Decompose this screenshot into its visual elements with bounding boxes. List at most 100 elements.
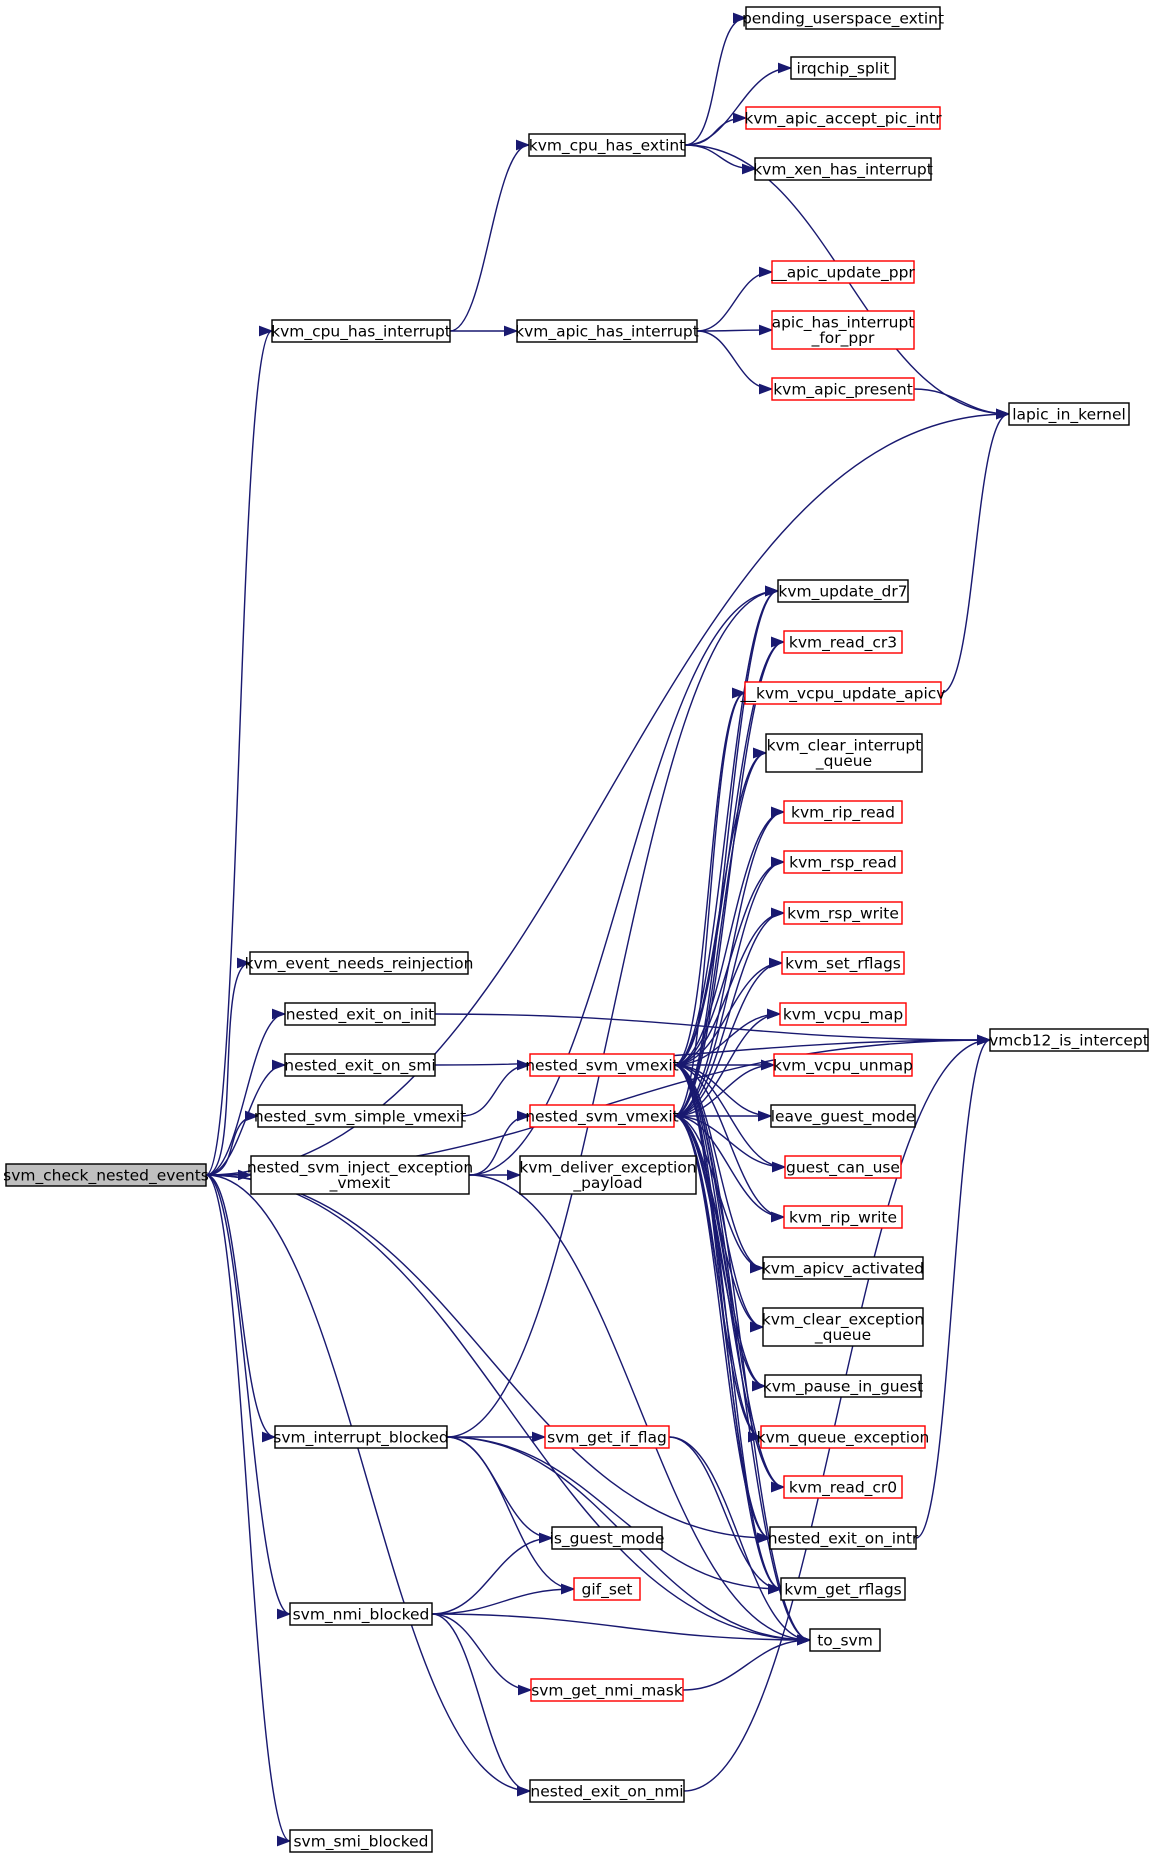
node-pending-userspace-extint[interactable]: pending_userspace_extint bbox=[742, 6, 944, 30]
node-kvm-set-rflags[interactable]: kvm_set_rflags bbox=[781, 951, 905, 975]
node-kvm-event-needs-reinjection[interactable]: kvm_event_needs_reinjection bbox=[245, 951, 474, 975]
node-nested-exit-on-nmi[interactable]: nested_exit_on_nmi bbox=[529, 1779, 685, 1803]
node-kvm-vcpu-update-apicv[interactable]: __kvm_vcpu_update_apicv bbox=[740, 681, 946, 705]
node-kvm-vcpu-unmap[interactable]: kvm_vcpu_unmap bbox=[773, 1053, 913, 1077]
node-box bbox=[783, 850, 903, 874]
node-kvm-xen-has-interrupt[interactable]: kvm_xen_has_interrupt bbox=[753, 157, 933, 181]
node-svm-get-if-flag[interactable]: svm_get_if_flag bbox=[544, 1425, 670, 1449]
node-label: _vmexit bbox=[329, 1174, 391, 1193]
node-kvm-cpu-has-extint[interactable]: kvm_cpu_has_extint bbox=[528, 133, 686, 157]
node-box bbox=[529, 1053, 675, 1077]
edge-svm-check-nested-events-to-lapic-in-kernel bbox=[205, 408, 1011, 1176]
node-kvm-apicv-activated[interactable]: kvm_apicv_activated bbox=[762, 1256, 924, 1280]
node-nested-svm-vmexit-1[interactable]: nested_svm_vmexit bbox=[525, 1053, 679, 1077]
node-nested-exit-on-intr[interactable]: nested_exit_on_intr bbox=[768, 1526, 919, 1550]
edge-svm-get-if-flag-to-kvm-get-rflags bbox=[668, 1436, 783, 1595]
node-label: kvm_event_needs_reinjection bbox=[245, 954, 474, 973]
node-box bbox=[764, 1374, 922, 1398]
edge-svm-check-nested-events-to-kvm-event-needs-reinjection bbox=[205, 957, 252, 1176]
edge-kvm-apic-has-interrupt-to-kvm-apic-present bbox=[696, 330, 774, 395]
node-box bbox=[762, 1256, 924, 1280]
edge-kvm-cpu-has-extint-to-kvm-xen-has-interrupt bbox=[684, 144, 757, 175]
node-box bbox=[770, 1104, 916, 1128]
node-label: kvm_cpu_has_interrupt bbox=[271, 322, 451, 341]
edge-nested-svm-vmexit-2-to-kvm-rip-write bbox=[673, 1115, 786, 1223]
node-box bbox=[779, 1002, 907, 1026]
node-label: kvm_deliver_exception bbox=[519, 1159, 696, 1178]
node-nested-svm-vmexit-2[interactable]: nested_svm_vmexit bbox=[525, 1104, 679, 1128]
edge-svm-check-nested-events-to-svm-interrupt-blocked bbox=[205, 1174, 277, 1443]
node-box bbox=[780, 1577, 906, 1601]
edge-svm-check-nested-events-to-svm-smi-blocked bbox=[205, 1174, 292, 1847]
node-label: apic_has_interrupt bbox=[772, 314, 915, 333]
node-label: lapic_in_kernel bbox=[1012, 405, 1126, 424]
node-kvm-rsp-read[interactable]: kvm_rsp_read bbox=[783, 850, 903, 874]
node-svm-nmi-blocked[interactable]: svm_nmi_blocked bbox=[289, 1602, 433, 1626]
node-nested-svm-simple-vmexit[interactable]: nested_svm_simple_vmexit bbox=[254, 1104, 466, 1128]
node-kvm-update-dr7[interactable]: kvm_update_dr7 bbox=[777, 579, 909, 603]
node-box bbox=[5, 1163, 207, 1187]
node-kvm-deliver-exception-payload[interactable]: kvm_deliver_exception_payload bbox=[519, 1155, 697, 1195]
node-box bbox=[784, 1155, 902, 1179]
node-irqchip-split[interactable]: irqchip_split bbox=[790, 56, 896, 80]
node-svm-get-nmi-mask[interactable]: svm_get_nmi_mask bbox=[530, 1678, 684, 1702]
node-label: nested_exit_on_init bbox=[286, 1005, 434, 1024]
node-gif-set[interactable]: gif_set bbox=[573, 1577, 641, 1601]
edge-nested-svm-vmexit-1-to-kvm-update-dr7 bbox=[673, 585, 780, 1066]
node-lapic-in-kernel[interactable]: lapic_in_kernel bbox=[1008, 402, 1130, 426]
node-box bbox=[809, 1628, 881, 1652]
node-box bbox=[1008, 402, 1130, 426]
node-label: _queue bbox=[814, 1326, 871, 1345]
node-kvm-apic-accept-pic-intr[interactable]: kvm_apic_accept_pic_intr bbox=[744, 106, 942, 130]
node-nested-svm-inject-exception-vmexit[interactable]: nested_svm_inject_exception_vmexit bbox=[247, 1155, 473, 1195]
node-kvm-get-rflags[interactable]: kvm_get_rflags bbox=[780, 1577, 906, 1601]
edge-nested-svm-vmexit-2-to-kvm-read-cr3 bbox=[673, 636, 786, 1117]
node-label: __apic_update_ppr bbox=[770, 263, 915, 282]
node-label: nested_svm_vmexit bbox=[525, 1056, 679, 1075]
node-kvm-apic-present[interactable]: kvm_apic_present bbox=[771, 377, 915, 401]
node-label: kvm_read_cr0 bbox=[789, 1478, 897, 1497]
node-is-guest-mode[interactable]: is_guest_mode bbox=[550, 1526, 665, 1550]
node-label: svm_interrupt_blocked bbox=[273, 1428, 448, 1447]
node-label: kvm_set_rflags bbox=[785, 954, 901, 973]
node-kvm-rsp-write[interactable]: kvm_rsp_write bbox=[783, 901, 903, 925]
node-label: kvm_read_cr3 bbox=[789, 633, 897, 652]
node-box bbox=[544, 1425, 670, 1449]
node-nested-exit-on-init[interactable]: nested_exit_on_init bbox=[284, 1002, 436, 1026]
node-label: nested_exit_on_intr bbox=[768, 1529, 919, 1548]
node-label: svm_get_if_flag bbox=[547, 1428, 667, 1447]
node-box bbox=[771, 310, 915, 350]
node-kvm-pause-in-guest[interactable]: kvm_pause_in_guest bbox=[763, 1374, 923, 1398]
node-kvm-cpu-has-interrupt[interactable]: kvm_cpu_has_interrupt bbox=[271, 319, 451, 343]
node-layer: svm_check_nested_events kvm_cpu_has_inter… bbox=[3, 6, 1149, 1853]
node-kvm-vcpu-map[interactable]: kvm_vcpu_map bbox=[779, 1002, 907, 1026]
node-svm-interrupt-blocked[interactable]: svm_interrupt_blocked bbox=[273, 1425, 449, 1449]
edge-nested-svm-vmexit-1-to-kvm-apicv-activated bbox=[673, 1064, 765, 1274]
node-kvm-clear-interrupt-queue[interactable]: kvm_clear_interrupt_queue bbox=[765, 733, 923, 773]
node-guest-can-use[interactable]: guest_can_use bbox=[784, 1155, 902, 1179]
node-label: kvm_rsp_write bbox=[787, 904, 899, 923]
node-box bbox=[771, 377, 915, 401]
node-apic-has-interrupt-for-ppr[interactable]: apic_has_interrupt_for_ppr bbox=[771, 310, 915, 350]
node-box bbox=[777, 579, 909, 603]
node-apic-update-ppr[interactable]: __apic_update_ppr bbox=[770, 260, 915, 284]
node-svm-smi-blocked[interactable]: svm_smi_blocked bbox=[289, 1829, 433, 1853]
node-box bbox=[289, 1829, 433, 1853]
node-kvm-rip-write[interactable]: kvm_rip_write bbox=[783, 1205, 903, 1229]
node-kvm-clear-exception-queue[interactable]: kvm_clear_exception_queue bbox=[762, 1307, 924, 1347]
node-svm-check-nested-events[interactable]: svm_check_nested_events bbox=[3, 1163, 209, 1187]
node-kvm-apic-has-interrupt[interactable]: kvm_apic_has_interrupt bbox=[515, 319, 699, 343]
node-label: kvm_rip_write bbox=[789, 1208, 897, 1227]
node-box bbox=[754, 157, 932, 181]
node-kvm-read-cr0[interactable]: kvm_read_cr0 bbox=[783, 1475, 903, 1499]
node-kvm-queue-exception[interactable]: kvm_queue_exception bbox=[757, 1425, 930, 1449]
node-box bbox=[284, 1053, 436, 1077]
edge-kvm-cpu-has-extint-to-irqchip-split bbox=[684, 62, 793, 146]
node-kvm-read-cr3[interactable]: kvm_read_cr3 bbox=[783, 630, 903, 654]
node-vmcb12-is-intercept[interactable]: vmcb12_is_intercept bbox=[989, 1028, 1149, 1052]
node-nested-exit-on-smi[interactable]: nested_exit_on_smi bbox=[284, 1053, 436, 1077]
node-to-svm[interactable]: to_svm bbox=[809, 1628, 881, 1652]
node-kvm-rip-read[interactable]: kvm_rip_read bbox=[783, 800, 903, 824]
node-leave-guest-mode[interactable]: leave_guest_mode bbox=[770, 1104, 916, 1128]
